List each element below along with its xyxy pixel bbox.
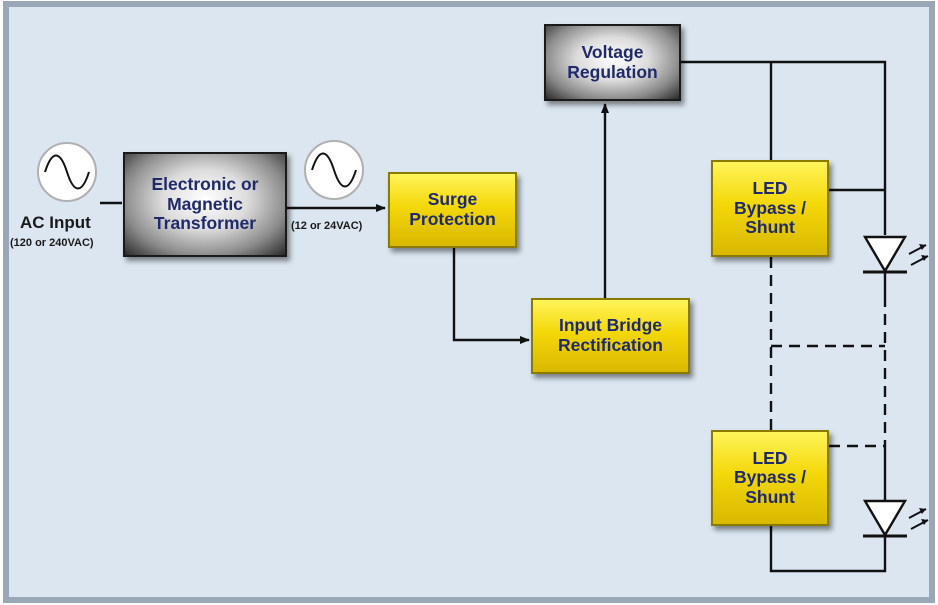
dashed-wires bbox=[769, 257, 887, 448]
regulation-line-2: Regulation bbox=[567, 61, 658, 82]
ac-input-voltage-label: (120 or 240VAC) bbox=[10, 237, 94, 249]
bridge-line-2: Rectification bbox=[557, 335, 664, 355]
bypass-top-line-1: LED bbox=[752, 178, 788, 199]
regulation-line-1: Voltage bbox=[581, 41, 644, 62]
transformer-line-3: Transformer bbox=[153, 213, 257, 234]
bypass-top-line-3: Shunt bbox=[745, 217, 795, 238]
surge-line-1: Surge bbox=[427, 189, 478, 210]
led-diode-icon bbox=[862, 499, 929, 538]
led-bypass-top-block: LED Bypass / Shunt bbox=[711, 160, 829, 257]
bypass-bottom-line-3: Shunt bbox=[745, 486, 795, 507]
ac-source-icon bbox=[37, 142, 97, 202]
voltage-regulation-block: Voltage Regulation bbox=[544, 24, 681, 101]
surge-protection-block: Surge Protection bbox=[388, 172, 517, 248]
bridge-line-1: Input Bridge bbox=[558, 315, 663, 336]
ac-source-icon bbox=[304, 140, 364, 200]
ac-input-label: AC Input bbox=[20, 213, 91, 232]
bypass-bottom-line-2: Bypass / bbox=[734, 467, 806, 488]
transformer-line-2: Magnetic bbox=[167, 193, 243, 214]
led-bypass-bottom-block: LED Bypass / Shunt bbox=[711, 430, 829, 526]
transformer-line-1: Electronic or bbox=[151, 174, 259, 195]
wires bbox=[100, 60, 887, 573]
secondary-voltage-label: (12 or 24VAC) bbox=[291, 220, 363, 232]
bypass-bottom-line-1: LED bbox=[752, 447, 788, 468]
surge-line-2: Protection bbox=[409, 209, 496, 229]
transformer-block: Electronic or Magnetic Transformer bbox=[123, 152, 287, 257]
input-bridge-block: Input Bridge Rectification bbox=[531, 298, 690, 374]
led-diode-icon bbox=[862, 235, 929, 274]
bypass-top-line-2: Bypass / bbox=[734, 197, 806, 218]
